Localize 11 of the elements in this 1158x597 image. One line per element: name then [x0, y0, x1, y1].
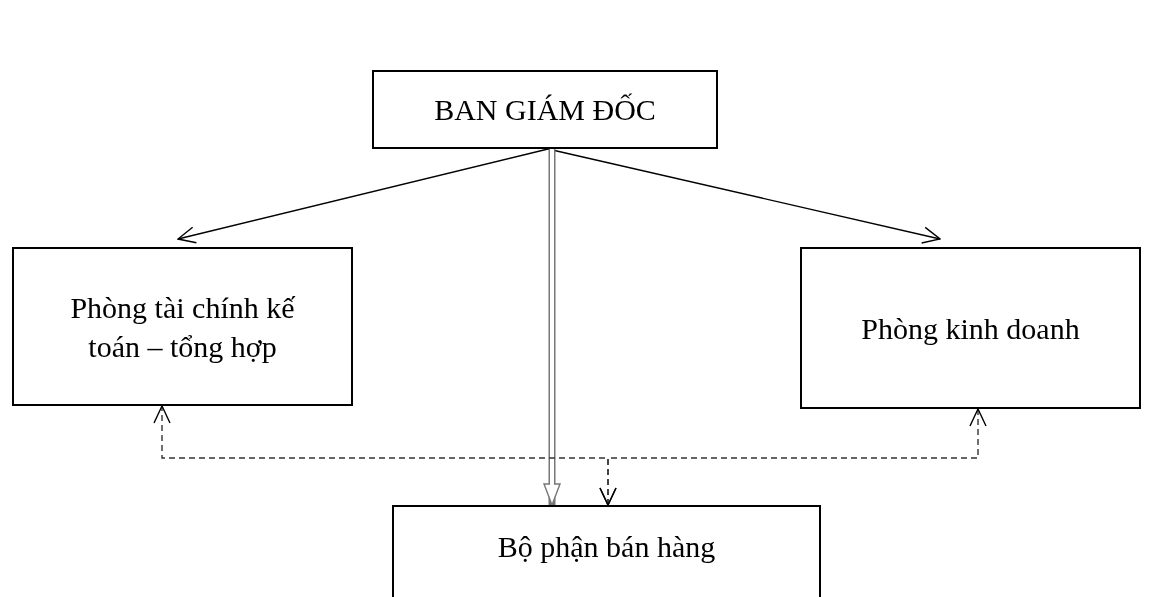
arrow — [599, 408, 987, 506]
box-label: Phòng tài chính kế toán – tổng hợp — [69, 289, 296, 365]
arrow — [177, 148, 549, 244]
box-label: Bộ phận bán hàng — [497, 529, 716, 565]
process-box — [372, 70, 718, 149]
process-box — [800, 247, 1141, 409]
process-box — [12, 247, 353, 406]
process-box — [392, 505, 821, 597]
box-label: BAN GIÁM ĐỐC — [434, 92, 656, 128]
double-arrow — [543, 149, 561, 506]
box-label: Phòng kinh doanh — [861, 310, 1080, 347]
